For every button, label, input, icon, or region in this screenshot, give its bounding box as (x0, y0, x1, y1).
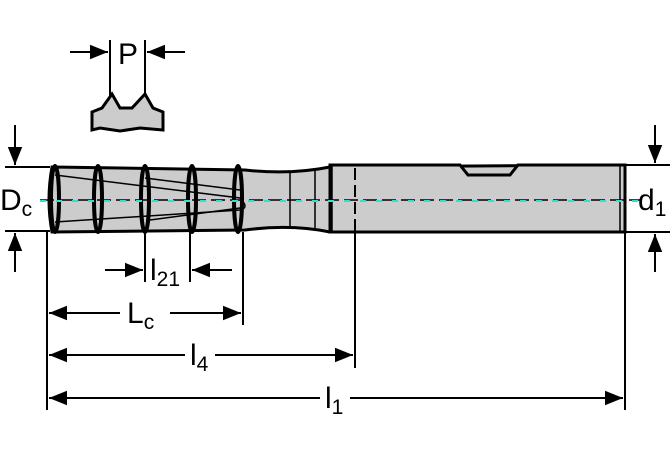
dimension-l21: l21 (105, 254, 232, 291)
svg-text:l1: l1 (325, 382, 343, 419)
pitch-symbol: P (70, 38, 185, 133)
pitch-label: P (118, 38, 138, 71)
l4-subscript: 4 (197, 353, 209, 376)
l21-subscript: 21 (157, 268, 180, 291)
svg-text:Lc: Lc (127, 297, 154, 334)
dimension-lc: Lc (49, 297, 241, 334)
dimension-l1: l1 (49, 382, 623, 419)
dc-subscript: c (22, 198, 33, 221)
dc-label: D (0, 184, 22, 217)
l21-label: l (150, 254, 157, 287)
lc-subscript: c (144, 311, 155, 334)
d1-subscript: 1 (655, 198, 667, 221)
thread-profile-icon (90, 91, 165, 133)
dimension-d1: d1 (625, 125, 670, 272)
dimension-l4: l4 (49, 339, 353, 376)
l1-label: l (325, 382, 332, 415)
tool-body (40, 163, 640, 234)
l4-label: l (190, 339, 197, 372)
extension-lines (46, 168, 626, 410)
d1-label: d (638, 184, 655, 217)
l1-subscript: 1 (332, 396, 344, 419)
svg-text:l21: l21 (150, 254, 180, 291)
lc-label: L (127, 297, 144, 330)
svg-text:Dc: Dc (0, 184, 32, 221)
dimension-dc: Dc (0, 125, 50, 272)
svg-text:l4: l4 (190, 339, 209, 376)
svg-text:d1: d1 (638, 184, 666, 221)
